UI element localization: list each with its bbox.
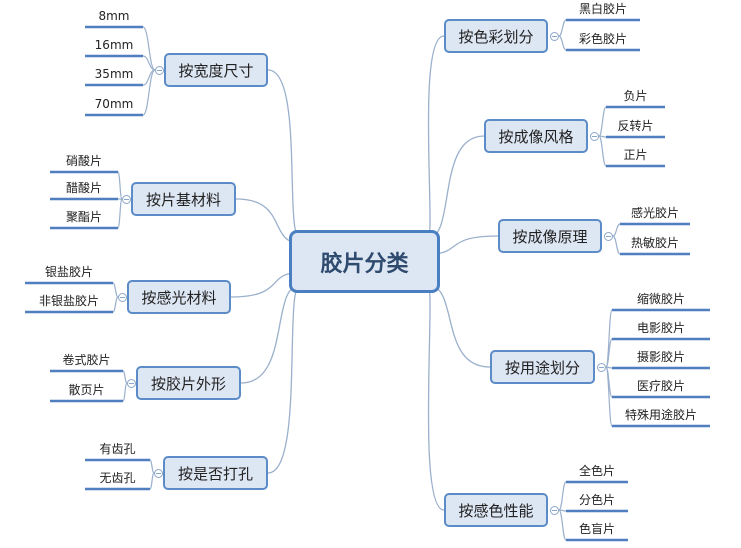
leaf-connector bbox=[122, 382, 128, 402]
leaf-topic[interactable]: 感光胶片 bbox=[630, 206, 679, 220]
collapse-toggle-icon[interactable] bbox=[604, 232, 613, 241]
leaf-topic[interactable]: 聚酯片 bbox=[65, 210, 102, 224]
leaf-topic[interactable]: 热敏胶片 bbox=[630, 236, 679, 250]
branch-topic[interactable]: 按色彩划分 bbox=[444, 19, 548, 53]
leaf-topic[interactable]: 卷式胶片 bbox=[62, 353, 111, 367]
leaf-connector bbox=[558, 35, 567, 51]
collapse-toggle-icon[interactable] bbox=[154, 469, 163, 478]
leaf-connector bbox=[117, 198, 123, 229]
branch-topic[interactable]: 按成像原理 bbox=[498, 219, 602, 253]
branch-connector bbox=[427, 284, 491, 368]
branch-connector bbox=[427, 135, 485, 239]
leaf-connector bbox=[117, 171, 123, 200]
leaf-connector bbox=[142, 26, 156, 71]
leaf-topic[interactable]: 硝酸片 bbox=[65, 154, 102, 168]
leaf-connector bbox=[112, 282, 119, 298]
leaf-topic[interactable]: 电影胶片 bbox=[636, 321, 685, 335]
leaf-connector bbox=[605, 366, 613, 427]
branch-connector bbox=[427, 35, 445, 239]
leaf-topic[interactable]: 缩微胶片 bbox=[636, 292, 685, 306]
leaf-connector bbox=[558, 509, 567, 541]
leaf-topic[interactable]: 银盐胶片 bbox=[44, 265, 93, 279]
leaf-topic[interactable]: 黑白胶片 bbox=[578, 2, 627, 16]
collapse-toggle-icon[interactable] bbox=[550, 506, 559, 515]
leaf-connector bbox=[612, 235, 621, 255]
leaf-connector bbox=[558, 19, 567, 37]
leaf-topic[interactable]: 8mm bbox=[98, 9, 130, 23]
collapse-toggle-icon[interactable] bbox=[155, 66, 164, 75]
branch-topic[interactable]: 按感光材料 bbox=[127, 280, 231, 314]
leaf-topic[interactable]: 散页片 bbox=[68, 383, 105, 397]
collapse-toggle-icon[interactable] bbox=[127, 379, 136, 388]
leaf-connector bbox=[612, 223, 621, 237]
branch-connector bbox=[267, 284, 301, 474]
leaf-connector bbox=[558, 481, 567, 511]
collapse-toggle-icon[interactable] bbox=[590, 132, 599, 141]
collapse-toggle-icon[interactable] bbox=[118, 293, 127, 302]
leaf-topic[interactable]: 负片 bbox=[623, 89, 648, 103]
leaf-topic[interactable]: 无齿孔 bbox=[99, 471, 136, 485]
leaf-topic[interactable]: 分色片 bbox=[578, 493, 615, 507]
branch-connector bbox=[267, 69, 301, 239]
leaf-topic[interactable]: 有齿孔 bbox=[99, 442, 136, 456]
leaf-topic[interactable]: 反转片 bbox=[617, 119, 654, 133]
leaf-topic[interactable]: 非银盐胶片 bbox=[38, 294, 99, 308]
leaf-connector bbox=[149, 472, 155, 490]
leaf-topic[interactable]: 彩色胶片 bbox=[578, 32, 627, 46]
branch-connector bbox=[427, 284, 445, 511]
branch-topic[interactable]: 按片基材料 bbox=[131, 182, 236, 216]
leaf-topic[interactable]: 色盲片 bbox=[578, 522, 615, 536]
branch-topic[interactable]: 按胶片外形 bbox=[136, 366, 241, 400]
branch-topic[interactable]: 按用途划分 bbox=[490, 350, 595, 384]
leaf-topic[interactable]: 正片 bbox=[623, 148, 648, 162]
branch-topic[interactable]: 按成像风格 bbox=[484, 119, 588, 153]
collapse-toggle-icon[interactable] bbox=[597, 363, 606, 372]
leaf-topic[interactable]: 35mm bbox=[94, 67, 134, 81]
leaf-connector bbox=[598, 135, 607, 167]
leaf-topic[interactable]: 70mm bbox=[94, 97, 134, 111]
leaf-topic[interactable]: 特殊用途胶片 bbox=[624, 408, 697, 422]
leaf-connector bbox=[605, 338, 613, 368]
leaf-connector bbox=[142, 55, 156, 71]
collapse-toggle-icon[interactable] bbox=[122, 195, 131, 204]
collapse-toggle-icon[interactable] bbox=[550, 32, 559, 41]
leaf-connector bbox=[142, 69, 156, 116]
leaf-connector bbox=[112, 296, 119, 313]
leaf-topic[interactable]: 摄影胶片 bbox=[636, 350, 685, 364]
leaf-topic[interactable]: 全色片 bbox=[578, 464, 615, 478]
leaf-topic[interactable]: 医疗胶片 bbox=[636, 379, 685, 393]
leaf-topic[interactable]: 16mm bbox=[94, 38, 134, 52]
branch-topic[interactable]: 按宽度尺寸 bbox=[164, 53, 268, 87]
branch-topic[interactable]: 按感色性能 bbox=[444, 493, 548, 527]
branch-topic[interactable]: 按是否打孔 bbox=[163, 456, 268, 490]
leaf-connector bbox=[598, 106, 607, 137]
leaf-topic[interactable]: 醋酸片 bbox=[65, 181, 102, 195]
central-topic[interactable]: 胶片分类 bbox=[289, 230, 440, 293]
